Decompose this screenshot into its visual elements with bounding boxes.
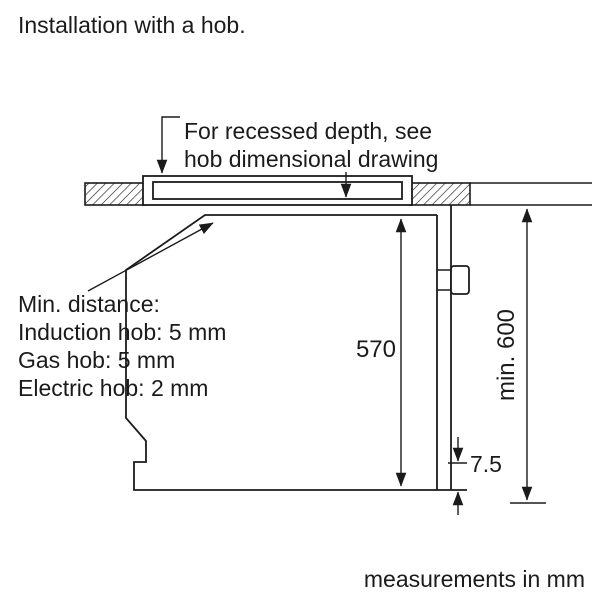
- worktop-right-section: [409, 182, 471, 206]
- hob: [142, 175, 413, 206]
- worktop: [84, 182, 592, 206]
- dim-7-5-label: 7.5: [470, 451, 502, 477]
- min-distance-heading: Min. distance:: [18, 291, 160, 317]
- recessed-depth-arrow-left: [156, 116, 180, 174]
- dimension-bottom-gap: 7.5: [448, 437, 502, 515]
- worktop-left-section: [84, 182, 146, 206]
- annotation-line-2: hob dimensional drawing: [184, 146, 438, 172]
- min-distance-text-block: Min. distance: Induction hob: 5 mm Gas h…: [18, 291, 226, 401]
- dimension-niche-depth: 570: [356, 218, 407, 487]
- dimension-niche-height: min. 600: [493, 208, 546, 504]
- min-distance-gas: Gas hob: 5 mm: [18, 347, 175, 373]
- annotation-line-1: For recessed depth, see: [184, 118, 432, 144]
- oven-body-outline: [125, 214, 437, 491]
- min-distance-electric: Electric hob: 2 mm: [18, 375, 208, 401]
- oven-control-knob: [450, 265, 470, 295]
- dim-570-label: 570: [356, 336, 396, 363]
- min-distance-induction: Induction hob: 5 mm: [18, 319, 226, 345]
- min-distance-arrow: [87, 222, 214, 292]
- dim-600-label: min. 600: [493, 309, 520, 401]
- hob-inner-tub: [152, 181, 403, 200]
- page-title: Installation with a hob.: [18, 12, 246, 38]
- units-note: measurements in mm: [364, 566, 585, 592]
- oven: [125, 205, 470, 491]
